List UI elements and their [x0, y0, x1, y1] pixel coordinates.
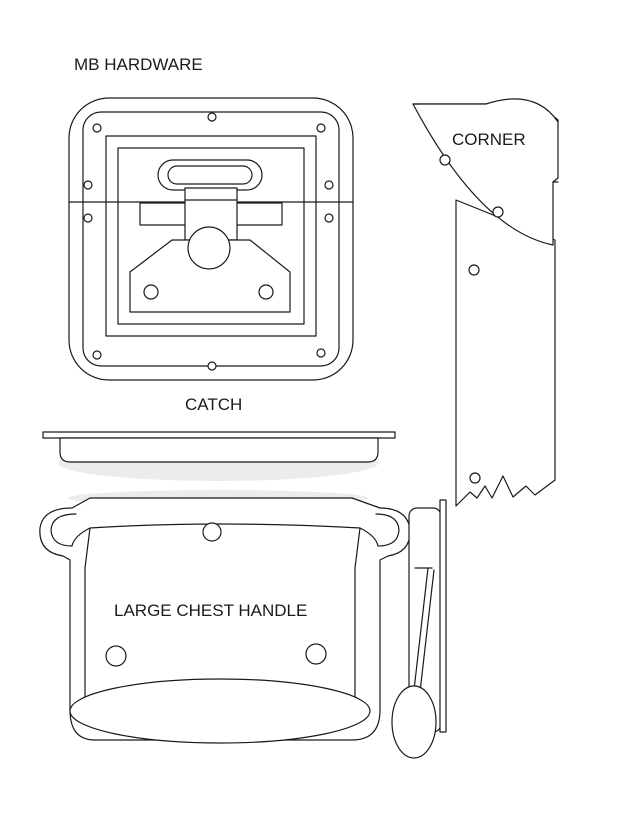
catch-recess-floor — [117, 147, 305, 325]
corner-cap-edge — [412, 98, 559, 123]
catch-side-profile — [42, 431, 396, 481]
catch-slot-inner — [167, 165, 253, 185]
corner-hole — [492, 206, 504, 218]
catch-pivot — [187, 226, 231, 270]
handle-label: LARGE CHEST HANDLE — [114, 601, 308, 620]
catch-screw-hole — [324, 180, 334, 190]
corner-hole — [468, 264, 480, 276]
corner-hole — [469, 472, 481, 484]
corner-hole — [439, 154, 451, 166]
handle-hole-right — [305, 643, 327, 665]
handle-side-profile — [391, 499, 447, 759]
handle-profile-flange — [439, 499, 447, 733]
catch-screw-hole — [324, 213, 334, 223]
catch-screw-hole — [92, 350, 102, 360]
handle-profile-arm — [413, 567, 435, 693]
corner-label: CORNER — [452, 130, 526, 149]
handle-grip — [69, 678, 371, 744]
catch-profile-flange — [42, 431, 396, 439]
catch-screw-hole — [207, 112, 217, 122]
catch-lower-plate — [129, 239, 291, 313]
corner-strap — [455, 199, 556, 507]
sheet-title: MB HARDWARE — [74, 55, 203, 74]
handle-drawing — [39, 490, 411, 744]
handle-profile-grip — [391, 685, 437, 759]
catch-plate-hole-left — [143, 284, 159, 300]
catch-recess — [105, 135, 317, 337]
handle-hole-left — [105, 645, 127, 667]
corner-drawing — [412, 98, 559, 507]
catch-screw-hole — [207, 361, 217, 371]
catch-drawing — [68, 97, 354, 381]
handle-left-curl — [50, 513, 91, 547]
catch-screw-hole — [316, 123, 326, 133]
catch-screw-hole — [316, 348, 326, 358]
catch-screw-hole — [83, 213, 93, 223]
catch-profile-body — [59, 437, 379, 463]
catch-label: CATCH — [185, 395, 243, 414]
catch-plate-hole-right — [258, 284, 274, 300]
catch-screw-hole — [92, 123, 102, 133]
handle-hole-top — [202, 522, 222, 542]
handle-right-curl — [359, 513, 400, 547]
catch-screw-hole — [83, 180, 93, 190]
